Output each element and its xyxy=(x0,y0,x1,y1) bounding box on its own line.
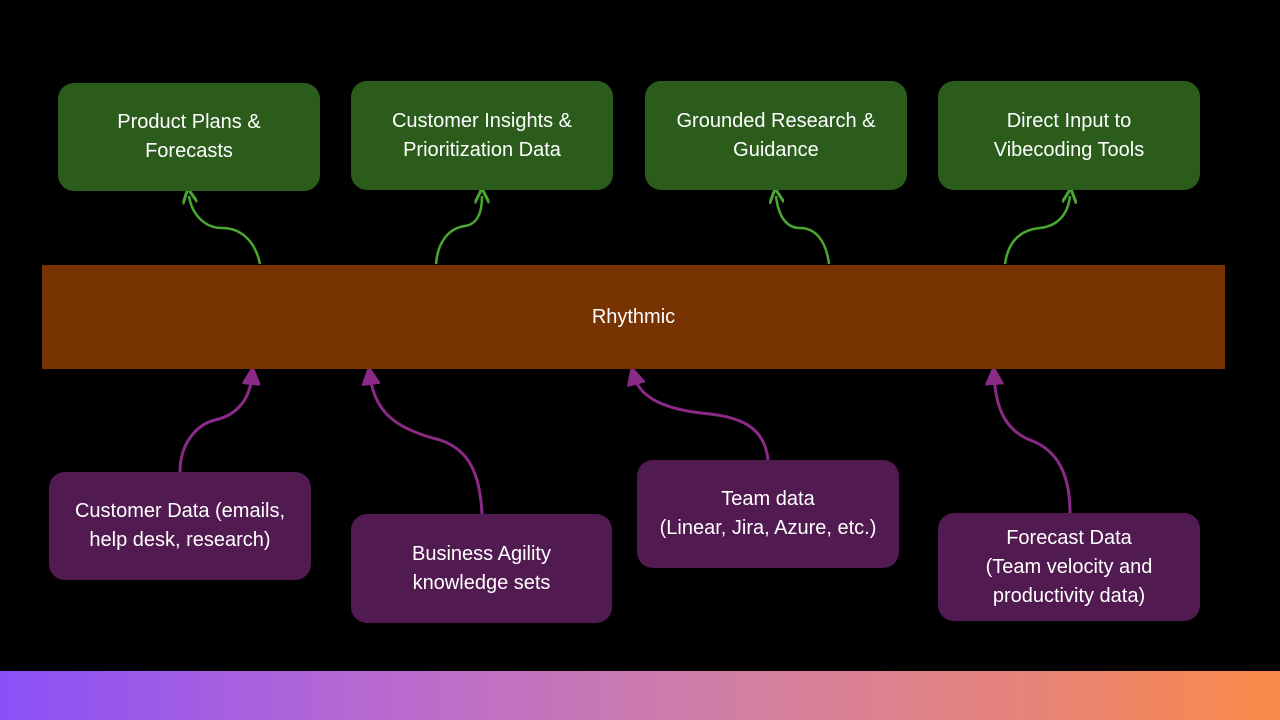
output-box-label: Product Plans & Forecasts xyxy=(117,111,261,162)
output-box-label: Grounded Research & Guidance xyxy=(676,109,876,161)
output-box-label: Direct Input to Vibecoding Tools xyxy=(993,109,1145,161)
central-band-label: Rhythmic xyxy=(591,305,676,328)
output-arrow-2 xyxy=(434,196,482,265)
output-box-customer-insights: Customer Insights & Prioritization Data xyxy=(351,81,613,190)
input-arrow-1 xyxy=(178,376,252,473)
output-box-product-plans: Product Plans & Forecasts xyxy=(58,83,320,191)
input-box-team-data: Team data (Linear, Jira, Azure, etc.) xyxy=(637,460,899,568)
output-arrow-4 xyxy=(1003,196,1070,265)
input-box-label: Forecast Data (Team velocity and product… xyxy=(985,526,1153,607)
output-box-grounded-research: Grounded Research & Guidance xyxy=(645,81,907,190)
input-arrow-3 xyxy=(634,376,770,461)
input-arrow-4 xyxy=(994,376,1072,514)
input-arrow-2 xyxy=(370,376,484,515)
input-box-label: Team data (Linear, Jira, Azure, etc.) xyxy=(659,488,877,539)
input-box-label: Customer Data (emails, help desk, resear… xyxy=(74,500,286,551)
output-arrow-3 xyxy=(776,196,831,265)
input-box-label: Business Agility knowledge sets xyxy=(412,542,551,594)
footer-gradient-bar xyxy=(0,671,1280,720)
output-arrow-1 xyxy=(189,196,262,265)
output-box-label: Customer Insights & Prioritization Data xyxy=(391,109,573,161)
output-box-vibecoding-tools: Direct Input to Vibecoding Tools xyxy=(938,81,1200,190)
input-box-forecast-data: Forecast Data (Team velocity and product… xyxy=(938,513,1200,621)
central-band: Rhythmic xyxy=(42,265,1225,369)
input-box-customer-data: Customer Data (emails, help desk, resear… xyxy=(49,472,311,580)
input-box-business-agility: Business Agility knowledge sets xyxy=(351,514,612,623)
